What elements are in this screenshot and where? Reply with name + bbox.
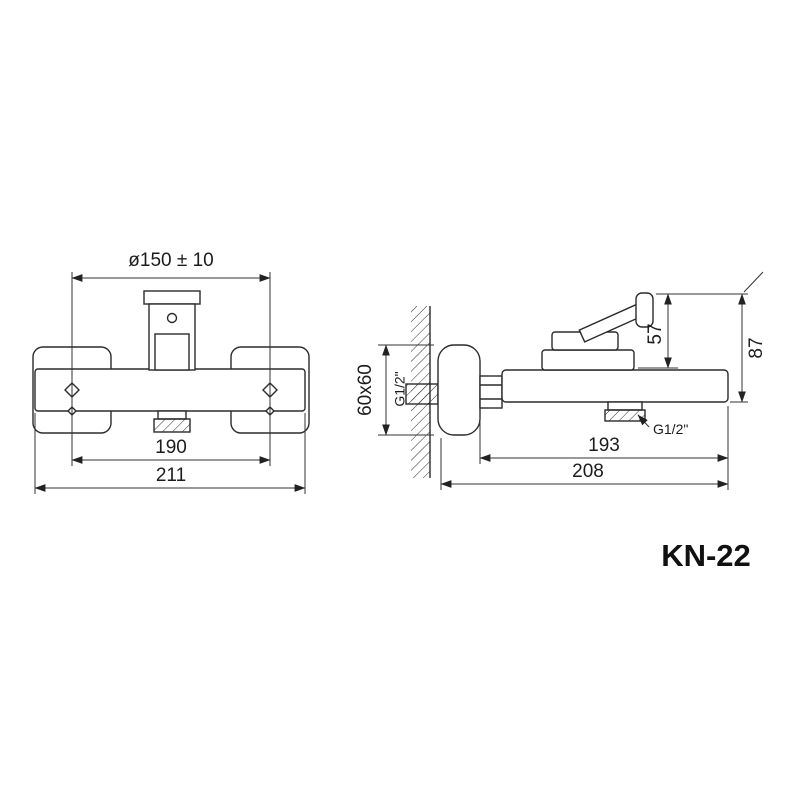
side-spout-outlet [604,401,646,422]
front-aerator [153,418,191,433]
front-lever [154,333,190,371]
dim-text-outlet-thread: G1/2" [653,421,688,437]
side-view [405,292,729,478]
dim-text-total-width: 211 [156,465,186,486]
side-view-dimensions [378,271,764,490]
side-body [501,369,729,403]
front-spout [153,410,191,433]
wall-thread-nipple [405,383,439,405]
front-handle-assembly [143,290,201,371]
handle-button [166,312,178,324]
side-lever-cap [635,292,654,328]
dim-text-total-height: 87 [746,337,767,358]
escutcheon [437,344,481,436]
dim-text-mount-spacing: ø150 ± 10 [128,250,213,271]
dim-text-total-depth: 208 [572,461,604,482]
front-view-dimensions [34,272,306,494]
cartridge-housing-base [541,349,635,371]
dim-text-inner-width: 190 [155,437,187,458]
model-label: KN-22 [661,538,751,573]
connection-nut [479,375,503,409]
dim-text-wall-thread: G1/2" [392,371,408,406]
dim-text-escutcheon: 60x60 [355,364,376,416]
outlet-thread-leader [637,414,650,428]
front-view [32,290,310,434]
dim-text-body-length: 193 [588,435,620,456]
dim-text-handle-height: 57 [645,323,666,344]
